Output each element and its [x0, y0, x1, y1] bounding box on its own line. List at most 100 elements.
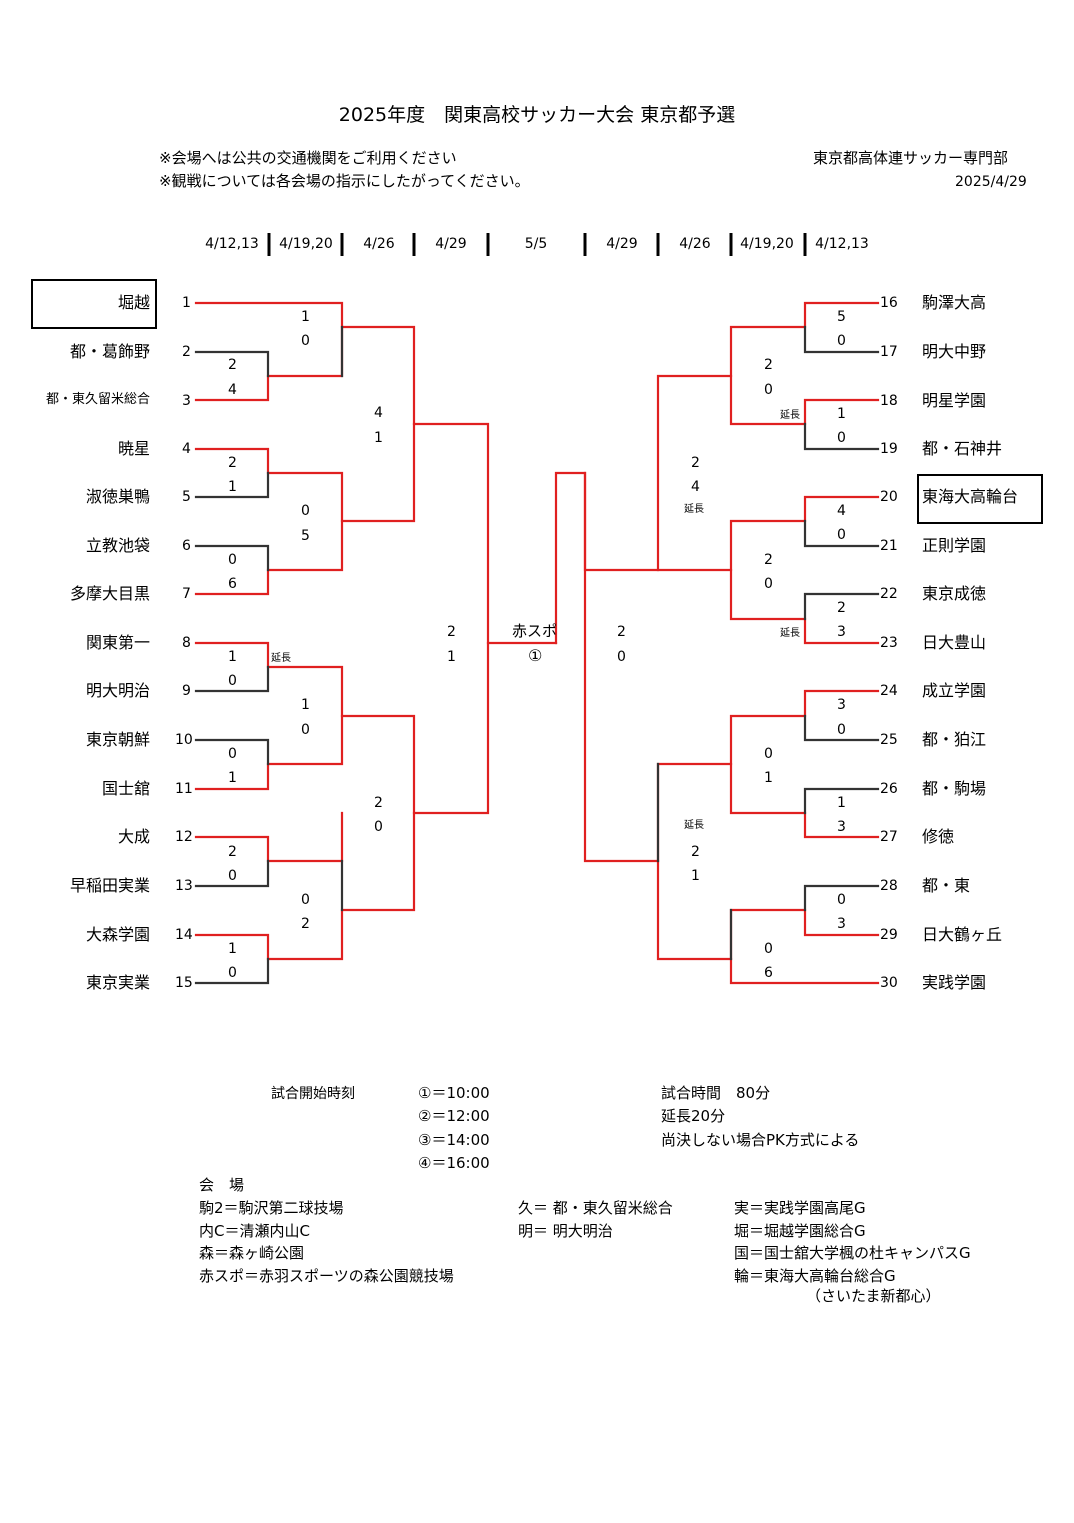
score: 0 [837, 722, 846, 738]
match-rule: 試合時間 80分 [661, 1084, 771, 1102]
seed-box-left [31, 279, 157, 329]
score: 1 [691, 868, 700, 884]
bracket-line [194, 301, 558, 961]
venue-item: （さいたま新都心） [806, 1287, 941, 1305]
round-date: 4/19,20 [740, 236, 794, 252]
team-name: 東京朝鮮 [85, 730, 150, 749]
page-title: 2025年度 関東高校サッカー大会 東京都予選 [338, 104, 736, 126]
tournament-bracket [194, 301, 880, 985]
team-name: 駒澤大高 [922, 293, 987, 312]
team-number: 25 [880, 732, 898, 748]
venue-item: 駒2＝駒沢第二球技場 [199, 1199, 344, 1217]
team-number: 9 [182, 683, 191, 699]
team-name: 修徳 [922, 827, 955, 846]
score: 2 [374, 795, 383, 811]
round-date: 4/12,13 [205, 236, 259, 252]
score: 1 [228, 770, 237, 786]
team-number: 20 [880, 489, 898, 505]
team-number: 26 [880, 781, 898, 797]
score: 2 [228, 455, 237, 471]
team-name: 大成 [117, 827, 150, 846]
score: 3 [837, 916, 846, 932]
score: 0 [301, 333, 310, 349]
team-number: 11 [175, 781, 193, 797]
score: 0 [764, 941, 773, 957]
team-name: 明大中野 [922, 342, 987, 361]
score: 2 [447, 624, 456, 640]
score: 4 [374, 405, 383, 421]
venue-item: 輪＝東海大高輪台総合G [734, 1267, 896, 1285]
score: 2 [764, 357, 773, 373]
score: 1 [837, 795, 846, 811]
match-rule: 尚決しない場合PK方式による [661, 1131, 860, 1149]
match-rule: 延長20分 [661, 1107, 726, 1125]
score: 0 [837, 333, 846, 349]
start-time: ③＝14:00 [418, 1131, 490, 1149]
venue-item: 赤スポ＝赤羽スポーツの森公園競技場 [199, 1267, 454, 1285]
score: 0 [764, 576, 773, 592]
round-date: 4/19,20 [279, 236, 333, 252]
team-name: 成立学園 [922, 681, 987, 700]
score: 0 [374, 819, 383, 835]
bracket-line [194, 325, 344, 985]
team-number: 8 [182, 635, 191, 651]
team-number: 24 [880, 683, 898, 699]
score: 0 [228, 868, 237, 884]
team-name: 東京成徳 [922, 584, 987, 603]
seed-box-right [917, 474, 1043, 524]
team-number: 12 [175, 829, 193, 845]
team-name: 都・石神井 [922, 439, 1003, 458]
score: 0 [228, 965, 237, 981]
team-number: 13 [175, 878, 193, 894]
extra-time-label: 延長 [271, 653, 291, 664]
final-time-mark: ① [528, 646, 543, 665]
team-number: 14 [175, 927, 193, 943]
score: 4 [691, 479, 700, 495]
team-number: 27 [880, 829, 898, 845]
start-time: ④＝16:00 [418, 1154, 490, 1172]
score: 3 [837, 624, 846, 640]
team-number: 5 [182, 489, 191, 505]
score: 6 [764, 965, 773, 981]
score: 0 [228, 673, 237, 689]
score: 2 [837, 600, 846, 616]
score: 0 [301, 892, 310, 908]
team-name: 都・狛江 [922, 730, 987, 749]
team-name: 都・駒場 [922, 779, 987, 798]
extra-time-label: 延長 [780, 628, 800, 639]
score: 1 [301, 697, 310, 713]
score: 2 [228, 844, 237, 860]
score: 5 [837, 309, 846, 325]
team-name: 暁星 [117, 439, 150, 458]
score: 2 [691, 844, 700, 860]
team-name: 東海大高輪台 [922, 487, 1019, 506]
team-number: 21 [880, 538, 898, 554]
score: 1 [837, 406, 846, 422]
score: 0 [301, 503, 310, 519]
round-date: 4/29 [435, 236, 467, 252]
extra-time-label: 延長 [780, 410, 800, 421]
score: 0 [837, 527, 846, 543]
note-transport: ※会場へは公共の交通機関をご利用ください [159, 149, 457, 167]
team-name: 日大鶴ヶ丘 [922, 925, 1003, 944]
team-number: 17 [880, 344, 898, 360]
team-name: 多摩大目黒 [69, 584, 150, 603]
score: 0 [764, 746, 773, 762]
issue-date: 2025/4/29 [955, 174, 1027, 190]
venue-item: 国＝国士舘大学楓の杜キャンパスG [734, 1244, 971, 1262]
team-name: 大森学園 [85, 925, 150, 944]
team-number: 30 [880, 975, 898, 991]
team-name: 都・葛飾野 [69, 342, 150, 361]
score: 1 [228, 649, 237, 665]
bracket-line [554, 301, 880, 985]
team-name: 東京実業 [85, 973, 150, 992]
venue-item: 明＝ 明大明治 [518, 1222, 613, 1240]
score: 1 [301, 309, 310, 325]
score: 5 [301, 528, 310, 544]
score: 2 [691, 455, 700, 471]
final-venue: 赤スポ [512, 622, 558, 640]
team-number: 16 [880, 295, 898, 311]
team-number: 10 [175, 732, 193, 748]
score: 0 [228, 746, 237, 762]
team-name: 明大明治 [85, 681, 150, 700]
